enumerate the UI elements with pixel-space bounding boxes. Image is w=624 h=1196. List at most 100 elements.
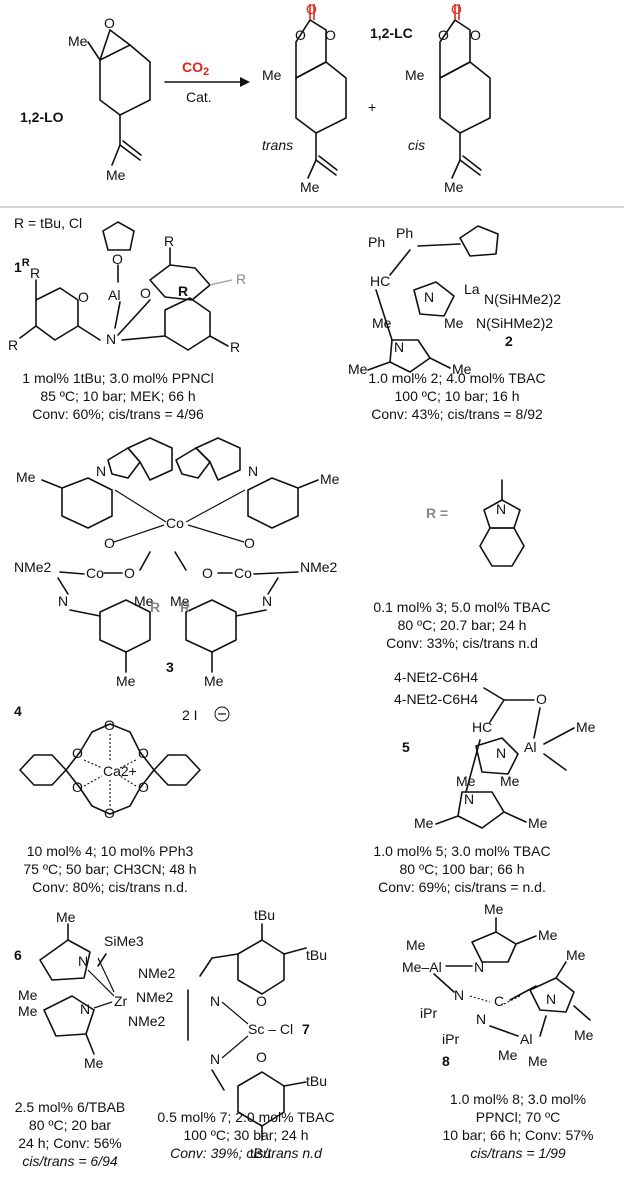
- epoxide-o: O: [104, 15, 115, 31]
- nme2-r: NMe2: [300, 559, 338, 575]
- co-center: Co: [166, 515, 184, 531]
- catalyst-8-label: 8: [442, 1053, 450, 1069]
- crown-o-6: O: [138, 779, 149, 795]
- crown-o-3: O: [72, 745, 83, 761]
- r-bold: R: [178, 283, 188, 299]
- catalyst-8: Me Me Me Me–Al N N iPr C N Me Me N iPr A…: [402, 901, 594, 1161]
- hc-5: HC: [472, 719, 492, 735]
- amine-n: N: [106, 331, 116, 347]
- cis-o2: O: [470, 27, 481, 43]
- catalyst-3: N N Me Me Co O O NMe2 NMe2 Co Co O O Me …: [14, 437, 340, 689]
- me-acetate-l: Me: [134, 593, 154, 609]
- nme2-3: NMe2: [128, 1013, 166, 1029]
- nme2-l: NMe2: [14, 559, 52, 575]
- r-top: R: [164, 233, 174, 249]
- me-1: Me: [372, 315, 392, 331]
- me-8e: Me: [574, 1027, 594, 1043]
- me-5c: Me: [414, 815, 434, 831]
- cis-me: Me: [405, 67, 425, 83]
- catalyst-6-caption-2: 80 ºC; 20 bar: [29, 1117, 111, 1133]
- r-r: R: [180, 599, 190, 615]
- o-acetate-l: O: [124, 565, 135, 581]
- catalyst-2-caption-2: 100 ºC; 10 bar; 16 h: [395, 388, 520, 404]
- cis-product: O O O Me Me cis: [405, 1, 491, 195]
- reactant-me2: Me: [106, 167, 126, 183]
- iodide: 2 I: [182, 707, 198, 723]
- catalyst-4-label: 4: [14, 703, 22, 719]
- me-r: Me: [320, 471, 340, 487]
- n-8d: N: [476, 1011, 486, 1027]
- catalyst-4-caption-1: 10 mol% 4; 10 mol% PPh3: [27, 843, 194, 859]
- crown-o-5: O: [72, 779, 83, 795]
- me-6a: Me: [56, 909, 76, 925]
- catalyst-3-caption-2: 80 ºC; 20.7 bar; 24 h: [398, 617, 527, 633]
- catalyst-text: Cat.: [186, 89, 212, 105]
- r-l: R: [150, 599, 160, 615]
- r-left-bottom: R: [8, 337, 18, 353]
- catalyst-8-caption-4: cis/trans = 1/99: [470, 1145, 566, 1161]
- catalyst-6-label: 6: [14, 947, 22, 963]
- catalyst-5: 4-NEt2-C6H4 4-NEt2-C6H4 O HC Al Me N Me …: [373, 669, 595, 895]
- catalyst-6-caption-1: 2.5 mol% 6/TBAB: [15, 1099, 126, 1115]
- thf-o: O: [112, 251, 123, 267]
- r-group-definition: R = N 0.1 mol% 3; 5.0 mol% TBAC 80 ºC; 2…: [373, 479, 551, 651]
- r-n: N: [496, 501, 506, 517]
- me-6b: Me: [18, 987, 38, 1003]
- me-5d: Me: [528, 815, 548, 831]
- al-5: Al: [524, 739, 536, 755]
- n-7a: N: [210, 993, 220, 1009]
- o-5: O: [536, 691, 547, 707]
- n-5: N: [496, 745, 506, 761]
- cis-label: cis: [408, 137, 425, 153]
- tbu-7c: tBu: [306, 1073, 327, 1089]
- ph-2: Ph: [368, 234, 385, 250]
- me-5a: Me: [456, 773, 476, 789]
- me-l: Me: [16, 469, 36, 485]
- catalyst-6-caption-4: cis/trans = 6/94: [22, 1153, 118, 1169]
- nme2-2: NMe2: [136, 989, 174, 1005]
- ca-ion: Ca2+: [103, 763, 137, 779]
- hc-atom: HC: [370, 273, 390, 289]
- sime3: SiMe3: [104, 933, 144, 949]
- la-atom: La: [464, 281, 480, 297]
- me-b1: Me: [116, 673, 136, 689]
- r-definition: R = tBu, Cl: [14, 215, 82, 231]
- catalyst-8-caption-1: 1.0 mol% 8; 3.0 mol%: [450, 1091, 586, 1107]
- r-bottom-right: R: [230, 339, 240, 355]
- la-ligand-1: N(SiHMe2)2: [484, 291, 561, 307]
- catalyst-1-caption-2: 85 ºC; 10 bar; MEK; 66 h: [40, 388, 195, 404]
- crown-o-4: O: [138, 745, 149, 761]
- catalyst-5-caption-3: Conv: 69%; cis/trans = n.d.: [378, 879, 546, 895]
- pz-n: N: [424, 289, 434, 305]
- n-7b: N: [210, 1051, 220, 1067]
- trans-me2: Me: [300, 179, 320, 195]
- me-4: Me: [452, 361, 472, 377]
- n-r: N: [262, 593, 272, 609]
- co-right: Co: [234, 565, 252, 581]
- catalyst-1: R = tBu, Cl 1R O Al O O N R R R R R R 1 …: [8, 215, 246, 422]
- product-label: 1,2-LC: [370, 25, 413, 41]
- sc-atom: Sc – Cl: [248, 1021, 293, 1037]
- ar-1: 4-NEt2-C6H4: [394, 669, 478, 685]
- tbu-7d: tBu: [250, 1145, 271, 1161]
- o-7b: O: [256, 1049, 267, 1065]
- catalyst-4: 4 2 I Ca2+ O O O O O O 10 mol% 4; 10 mol…: [14, 703, 230, 895]
- o-7a: O: [256, 993, 267, 1009]
- catalyst-1-caption-3: Conv: 60%; cis/trans = 4/96: [32, 406, 204, 422]
- catalyst-3-caption-3: Conv: 33%; cis/trans n.d: [386, 635, 538, 651]
- catalyst-7-label: 7: [302, 1021, 310, 1037]
- reactant-me: Me: [68, 33, 88, 49]
- me-al-1: Me: [576, 719, 596, 735]
- trans-product: O O O Me Me trans: [262, 1, 347, 195]
- catalyst-7-caption-2: 100 ºC; 30 bar; 24 h: [184, 1127, 309, 1143]
- me-8c: Me: [406, 937, 426, 953]
- pz2-n: N: [394, 339, 404, 355]
- catalyst-4-caption-3: Conv: 80%; cis/trans n.d.: [32, 879, 188, 895]
- o-acetate-r: O: [202, 565, 213, 581]
- tbu-7b: tBu: [306, 947, 327, 963]
- al-8b: Al: [520, 1031, 532, 1047]
- me-acetate-r: Me: [170, 593, 190, 609]
- tbu-7a: tBu: [254, 907, 275, 923]
- n-6b: N: [80, 1001, 90, 1017]
- catalyst-7-caption-3: Conv: 39%; cis/trans n.d: [170, 1145, 323, 1161]
